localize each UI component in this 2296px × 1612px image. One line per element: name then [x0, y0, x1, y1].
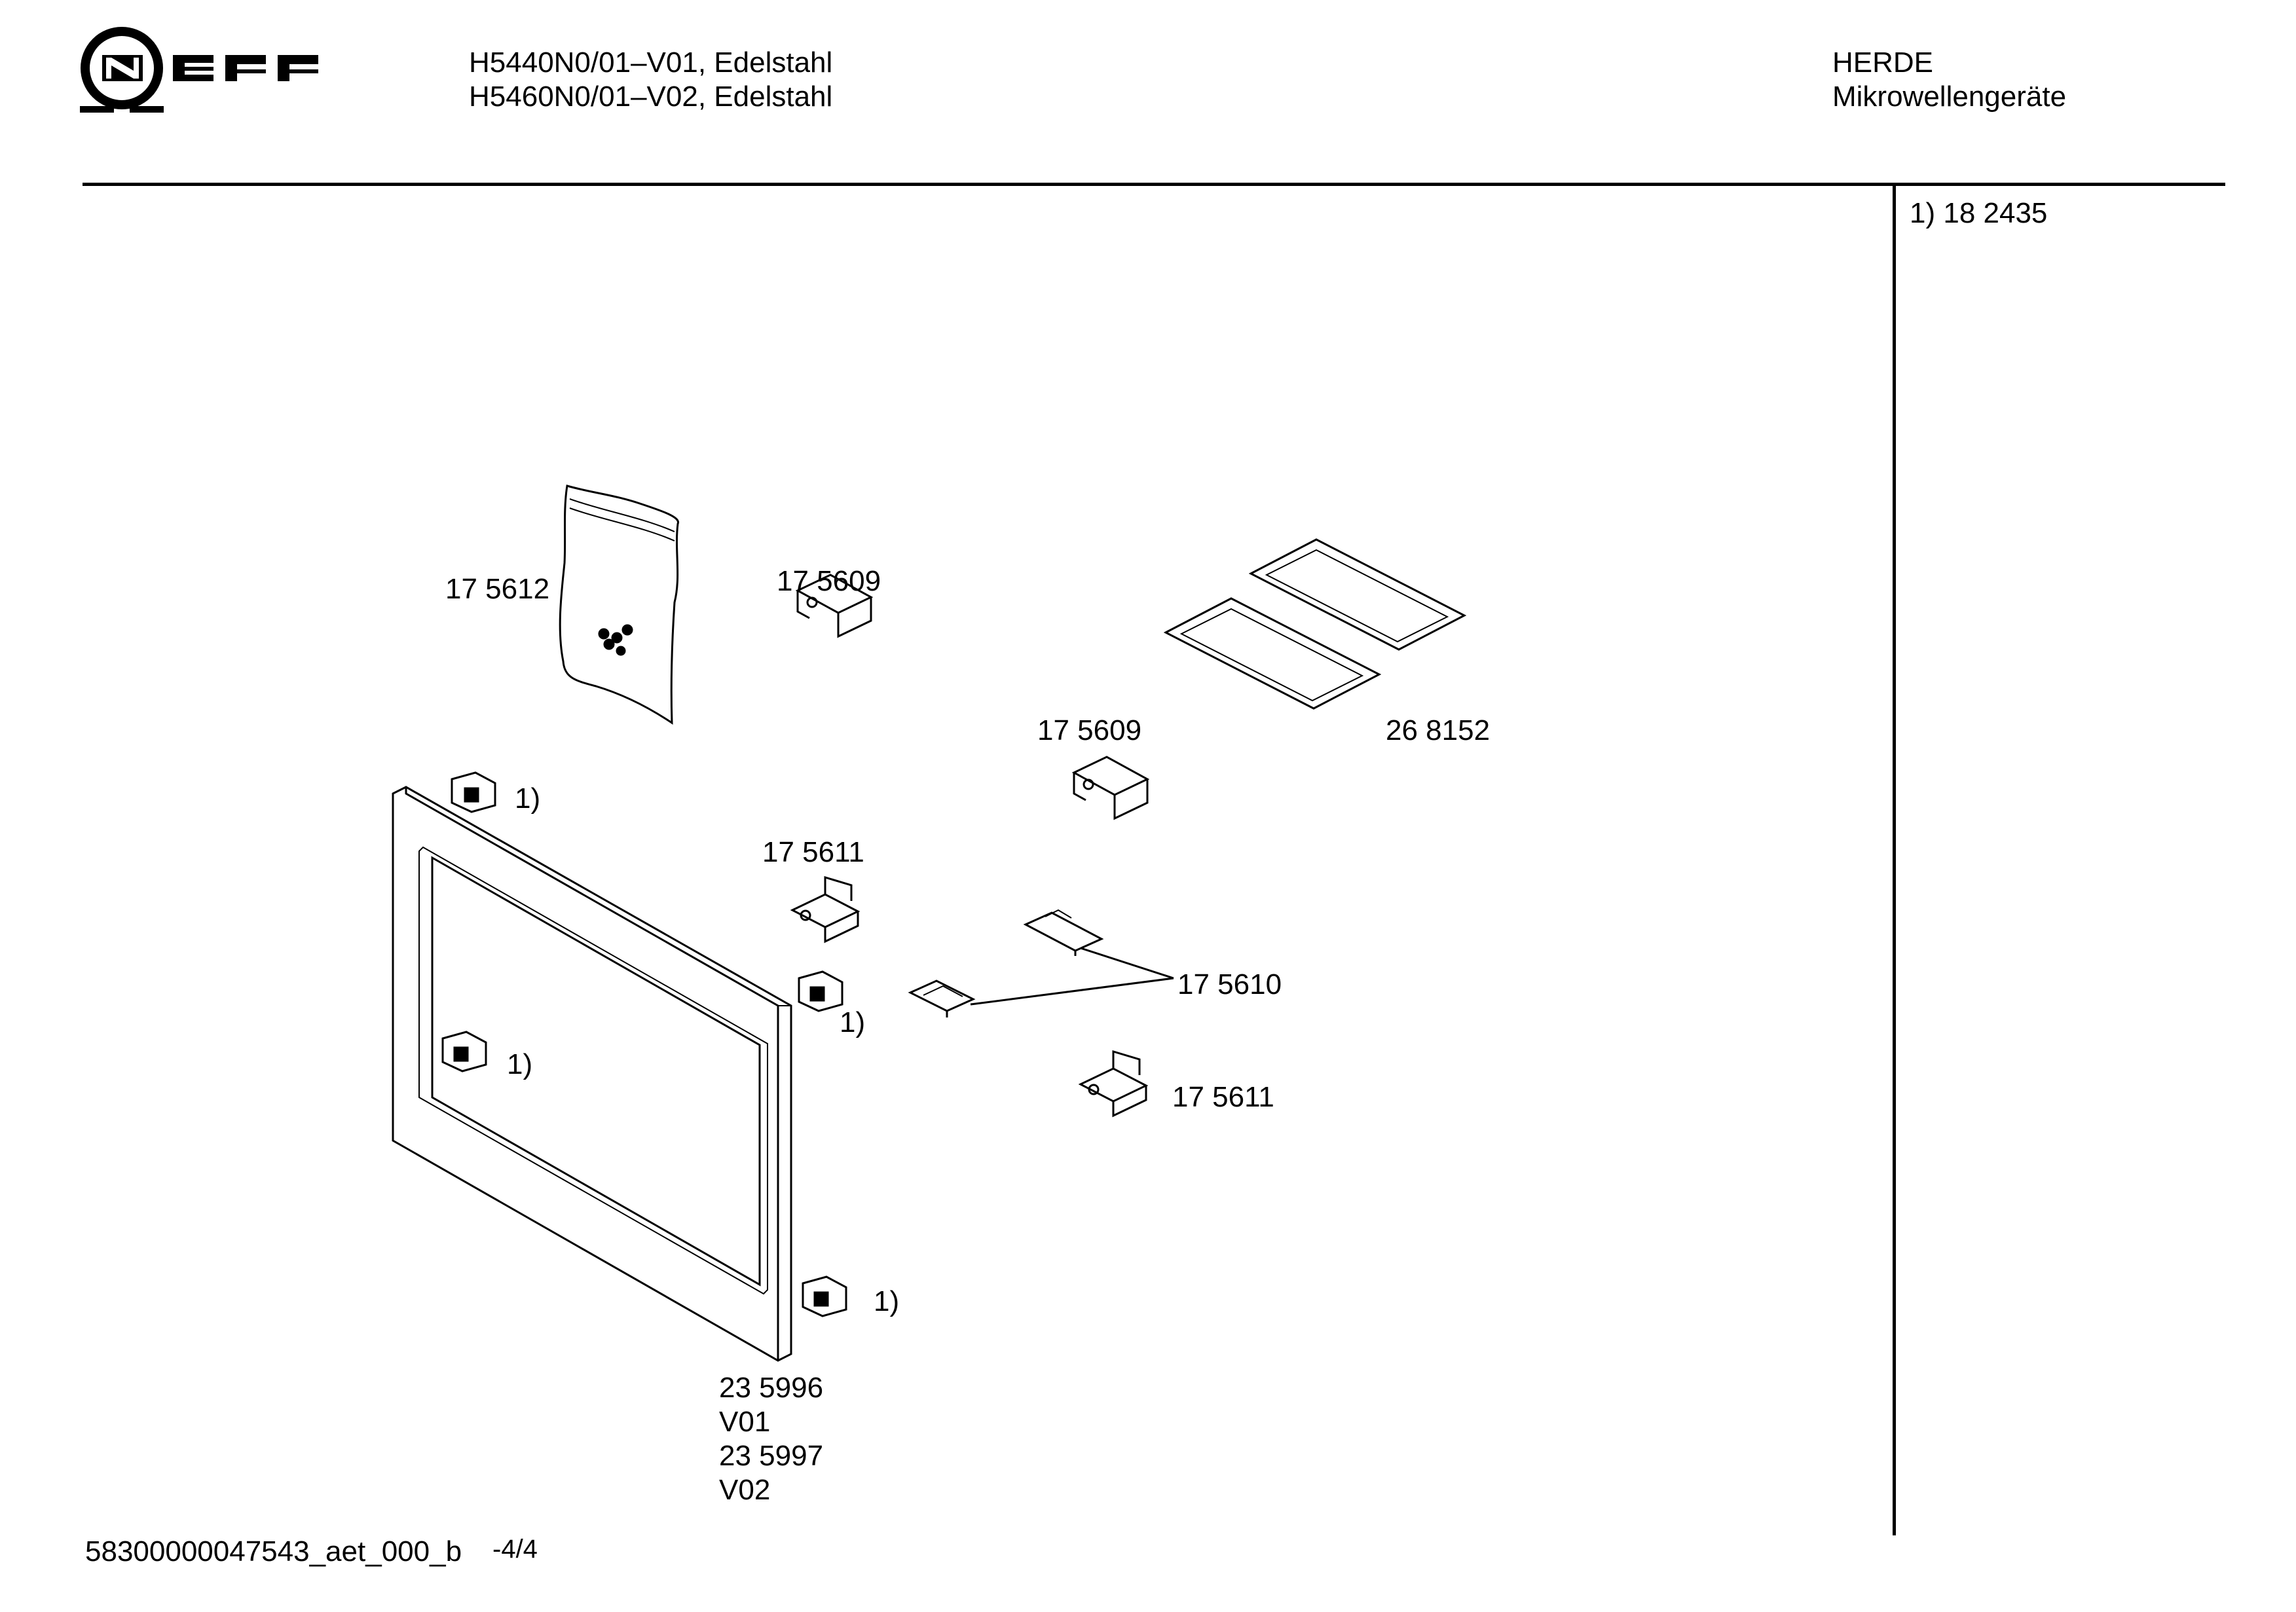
label-frame-1: 23 5996 — [719, 1372, 824, 1404]
screw-bag — [559, 485, 679, 725]
label-clip-upper: 17 5611 — [762, 836, 864, 868]
leader-hinge-lower — [970, 977, 1174, 1006]
screw-icon — [598, 624, 633, 656]
model-line-1: H5440N0/01–V01, Edelstahl — [469, 46, 833, 79]
sidebar-note: 1) 18 2435 — [1910, 197, 2048, 229]
footer-doc-id: 58300000047543_aet_000_b — [85, 1535, 462, 1567]
bracket-top — [795, 574, 874, 638]
header-divider — [83, 183, 2225, 186]
label-clip-lower: 17 5611 — [1172, 1081, 1274, 1113]
door-frame — [392, 786, 792, 1362]
hinge-upper — [1023, 909, 1104, 956]
label-bracket-mid: 17 5609 — [1037, 714, 1142, 746]
sidebar-divider — [1893, 183, 1896, 1535]
clip-4 — [802, 1275, 847, 1317]
category-line-2: Mikrowellengeräte — [1832, 81, 2067, 113]
hinge-lower — [908, 980, 976, 1017]
label-bracket-top: 17 5609 — [777, 565, 881, 597]
label-frame-4: V02 — [719, 1474, 771, 1506]
drip-trays — [1163, 538, 1467, 710]
label-frame-2: V01 — [719, 1406, 771, 1438]
label-bag: 17 5612 — [445, 573, 550, 605]
clip-2 — [798, 970, 843, 1012]
footnote-ref-2: 1) — [840, 1006, 866, 1038]
clip-3 — [441, 1031, 487, 1072]
bracket-mid — [1071, 756, 1150, 820]
clip-1 — [451, 771, 496, 813]
label-trays: 26 8152 — [1386, 714, 1491, 746]
label-frame-3: 23 5997 — [719, 1440, 824, 1472]
category-line-1: HERDE — [1832, 46, 1934, 79]
model-line-2: H5460N0/01–V02, Edelstahl — [469, 81, 833, 113]
footnote-ref-4: 1) — [874, 1285, 900, 1317]
footer-page: -4/4 — [492, 1535, 538, 1564]
hinge-clip-lower — [1078, 1050, 1149, 1118]
neff-logo — [80, 27, 318, 113]
label-hinge-pair: 17 5610 — [1177, 968, 1282, 1000]
leader-hinge-upper — [1080, 947, 1174, 980]
hinge-clip-upper — [790, 875, 861, 943]
footnote-ref-1: 1) — [515, 782, 541, 815]
footnote-ref-3: 1) — [507, 1048, 533, 1080]
